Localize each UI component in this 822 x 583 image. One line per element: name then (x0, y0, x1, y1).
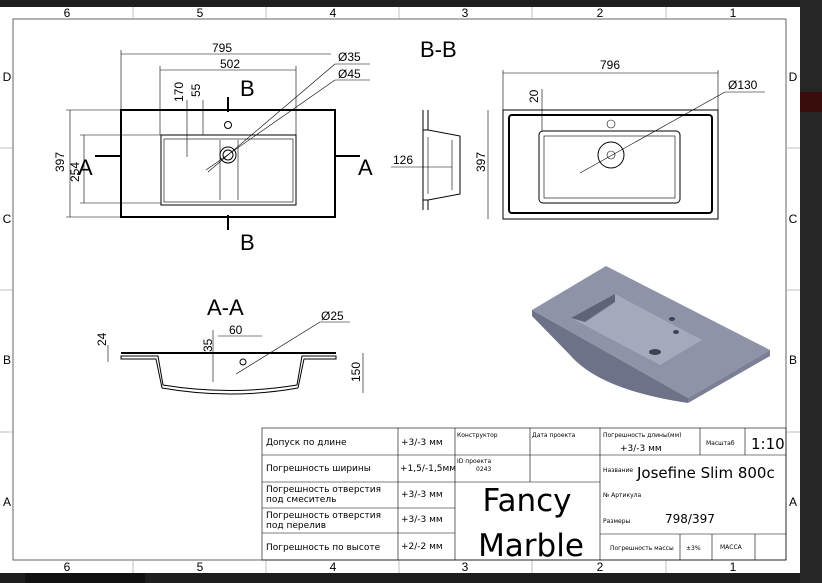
svg-text:126: 126 (393, 153, 413, 167)
sheet-paper (0, 7, 800, 573)
svg-text:3: 3 (462, 6, 469, 20)
svg-text:60: 60 (229, 323, 243, 337)
svg-text:ID проекта: ID проекта (457, 458, 492, 465)
svg-text:35: 35 (201, 338, 215, 352)
svg-text:0243: 0243 (476, 466, 491, 473)
svg-text:A: A (3, 495, 11, 509)
svg-text:Ø130: Ø130 (728, 78, 758, 92)
zone-labels: 6 5 4 3 2 1 6 5 4 3 2 1 D C B A D C B A (3, 6, 798, 574)
svg-text:798/397: 798/397 (665, 512, 715, 526)
svg-text:Допуск по длине: Допуск по длине (266, 438, 347, 448)
svg-text:20: 20 (527, 89, 541, 103)
svg-text:+1,5/-1,5мм: +1,5/-1,5мм (400, 464, 456, 474)
svg-text:Погрешность ширины: Погрешность ширины (266, 464, 371, 474)
svg-text:796: 796 (600, 58, 620, 72)
svg-text:Marble: Marble (478, 528, 584, 564)
svg-text:+2/-2 мм: +2/-2 мм (401, 542, 443, 552)
svg-text:Погрешность массы: Погрешность массы (610, 545, 674, 552)
svg-text:B: B (789, 353, 797, 367)
svg-text:+3/-3 мм: +3/-3 мм (401, 438, 443, 448)
svg-text:Дата проекта: Дата проекта (532, 432, 576, 439)
svg-text:2: 2 (597, 6, 604, 20)
svg-text:Конструктор: Конструктор (457, 432, 498, 439)
svg-text:Погрешность отверстия: Погрешность отверстия (266, 485, 381, 495)
svg-text:170: 170 (172, 82, 186, 102)
title-block: Допуск по длине +3/-3 мм Погрешность шир… (261, 427, 787, 564)
svg-text:4: 4 (330, 6, 337, 20)
svg-text:Fancy: Fancy (482, 483, 571, 519)
svg-text:A: A (358, 155, 373, 180)
svg-text:МАССА: МАССА (720, 544, 743, 551)
svg-text:Масштаб: Масштаб (706, 440, 735, 447)
svg-text:Погрешность длины(мм): Погрешность длины(мм) (603, 432, 681, 439)
section-b-b: B-B 126 (391, 37, 461, 210)
zone-grid (0, 7, 800, 573)
svg-text:3: 3 (462, 560, 469, 574)
svg-text:Погрешность отверстия: Погрешность отверстия (266, 511, 381, 521)
svg-text:Ø45: Ø45 (338, 67, 361, 81)
svg-text:+3/-3 мм: +3/-3 мм (401, 515, 443, 525)
svg-text:A-A: A-A (207, 295, 244, 320)
section-a-a: A-A 24 35 60 Ø25 150 (95, 295, 364, 395)
svg-text:6: 6 (64, 560, 71, 574)
svg-text:Ø35: Ø35 (338, 50, 361, 64)
svg-text:150: 150 (349, 362, 363, 382)
svg-text:Размеры: Размеры (603, 518, 631, 525)
sink-3d-render (532, 266, 770, 403)
svg-text:254: 254 (68, 162, 82, 182)
svg-text:397: 397 (53, 152, 67, 172)
svg-text:A: A (789, 495, 797, 509)
svg-text:1: 1 (730, 560, 737, 574)
svg-text:5: 5 (197, 6, 204, 20)
svg-text:D: D (789, 70, 798, 84)
svg-text:5: 5 (197, 560, 204, 574)
svg-text:55: 55 (189, 83, 203, 97)
svg-text:Название: Название (603, 467, 633, 474)
svg-text:B-B: B-B (420, 37, 457, 62)
svg-text:397: 397 (474, 152, 488, 172)
svg-text:1: 1 (730, 6, 737, 20)
top-view: 796 397 20 Ø130 (474, 58, 765, 220)
svg-text:+3/-3 мм: +3/-3 мм (401, 490, 443, 500)
svg-text:2: 2 (597, 560, 604, 574)
svg-text:1:10: 1:10 (751, 435, 785, 453)
svg-text:D: D (3, 70, 12, 84)
svg-text:24: 24 (95, 332, 109, 346)
svg-text:C: C (789, 212, 798, 226)
svg-text:B: B (240, 76, 255, 101)
svg-text:4: 4 (330, 560, 337, 574)
plan-view: 795 502 170 55 397 254 Ø35 Ø45 A A B B (53, 41, 373, 255)
svg-text:Ø25: Ø25 (321, 309, 344, 323)
svg-text:№ Артикула: № Артикула (603, 492, 641, 499)
svg-text:795: 795 (212, 41, 232, 55)
viewer-background (800, 0, 822, 583)
viewer-bottom-panel (25, 573, 145, 583)
svg-text:502: 502 (220, 57, 240, 71)
svg-text:Погрешность по высоте: Погрешность по высоте (266, 543, 381, 553)
svg-text:B: B (3, 353, 11, 367)
svg-text:Josefine Slim 800c: Josefine Slim 800c (636, 464, 775, 482)
svg-text:A: A (78, 155, 93, 180)
svg-text:C: C (3, 212, 12, 226)
svg-text:под смеситель: под смеситель (266, 495, 336, 505)
svg-text:+3/-3 мм: +3/-3 мм (620, 444, 662, 454)
svg-text:±3%: ±3% (686, 545, 701, 552)
viewer-background-bar (800, 92, 822, 112)
svg-text:под перелив: под перелив (266, 521, 326, 531)
svg-text:6: 6 (64, 6, 71, 20)
svg-text:B: B (240, 230, 255, 255)
